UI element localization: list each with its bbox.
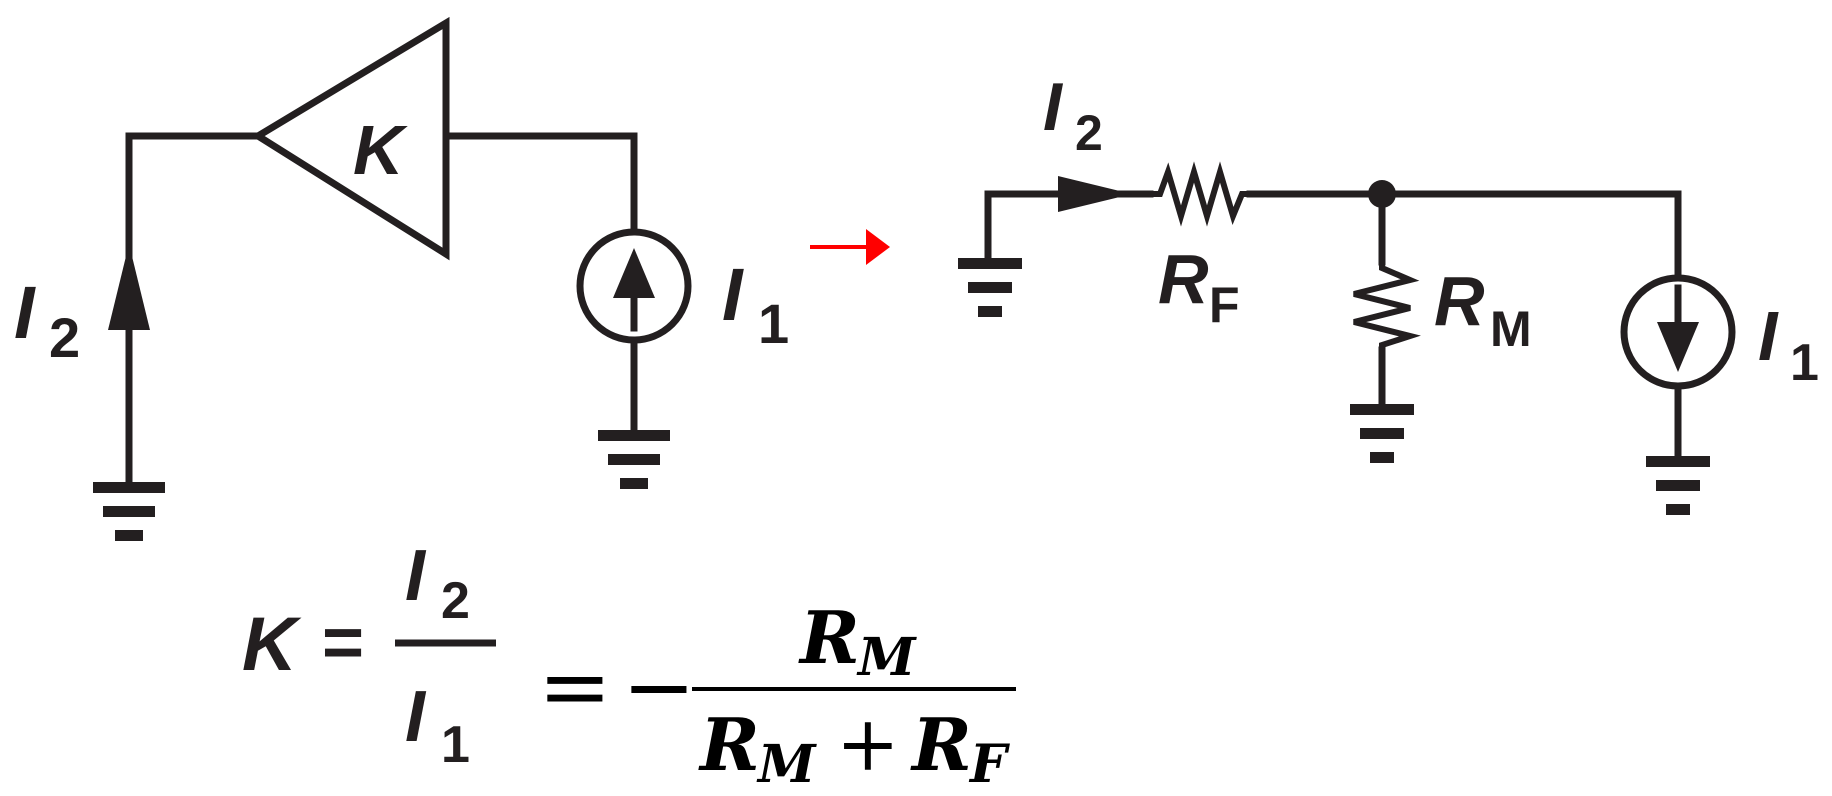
resistor-icon bbox=[1150, 161, 1252, 227]
equation-equals-1: = bbox=[322, 603, 364, 683]
rf-symbol: R bbox=[1158, 240, 1209, 318]
left-i2-subscript: 2 bbox=[49, 306, 80, 369]
resistor-icon bbox=[1353, 260, 1421, 352]
fraction-numerator-symbol: R bbox=[798, 595, 860, 680]
equation-lhs: K bbox=[242, 602, 302, 687]
rf-subscript: F bbox=[1209, 277, 1240, 333]
denominator-term2-symbol: R bbox=[910, 702, 972, 787]
ground-icon bbox=[598, 430, 670, 489]
right-i1-symbol: I bbox=[1758, 297, 1779, 375]
denominator-term2-subscript: F bbox=[968, 734, 1010, 795]
current-source-up-icon bbox=[576, 228, 692, 344]
amplifier-label: K bbox=[353, 111, 408, 189]
right-i1-subscript: 1 bbox=[1790, 334, 1819, 392]
left-output-wire bbox=[125, 132, 262, 486]
right-circuit: I 2 R F R M I 1 bbox=[958, 69, 1819, 515]
denominator-plus: + bbox=[836, 699, 900, 788]
ratio-denominator-subscript: 1 bbox=[441, 716, 470, 774]
right-i2-subscript: 2 bbox=[1075, 105, 1103, 161]
current-arrow-up-icon bbox=[108, 244, 150, 330]
amplifier-triangle-icon bbox=[251, 16, 450, 261]
ratio-denominator-symbol: I bbox=[405, 677, 427, 757]
left-input-wire bbox=[445, 132, 638, 236]
right-i2-symbol: I bbox=[1043, 69, 1064, 145]
left-i1-subscript: 1 bbox=[758, 292, 789, 355]
equation-minus: − bbox=[622, 635, 696, 738]
gain-equation: K = I 2 I 1 = − R M R M + R F bbox=[242, 536, 1016, 795]
denominator-term1-subscript: M bbox=[756, 734, 817, 795]
left-i2-symbol: I bbox=[14, 271, 36, 354]
rm-symbol: R bbox=[1434, 262, 1485, 340]
current-arrow-right-icon bbox=[1058, 176, 1132, 212]
rm-subscript: M bbox=[1490, 301, 1532, 357]
ground-icon bbox=[93, 482, 165, 541]
fraction-numerator-subscript: M bbox=[856, 627, 917, 688]
ratio-numerator-symbol: I bbox=[405, 536, 427, 616]
current-source-down-icon bbox=[1620, 274, 1736, 390]
ground-icon bbox=[958, 258, 1022, 317]
left-i1-symbol: I bbox=[722, 253, 744, 336]
left-circuit: K I 2 I 1 bbox=[14, 16, 789, 541]
equation-equals-2: = bbox=[538, 635, 612, 738]
ground-icon bbox=[1350, 404, 1414, 463]
right-arrow-icon bbox=[810, 229, 890, 265]
ground-icon bbox=[1646, 456, 1710, 515]
ratio-numerator-subscript: 2 bbox=[441, 572, 470, 630]
node-to-source-wire bbox=[1378, 190, 1682, 282]
denominator-term1-symbol: R bbox=[698, 702, 760, 787]
